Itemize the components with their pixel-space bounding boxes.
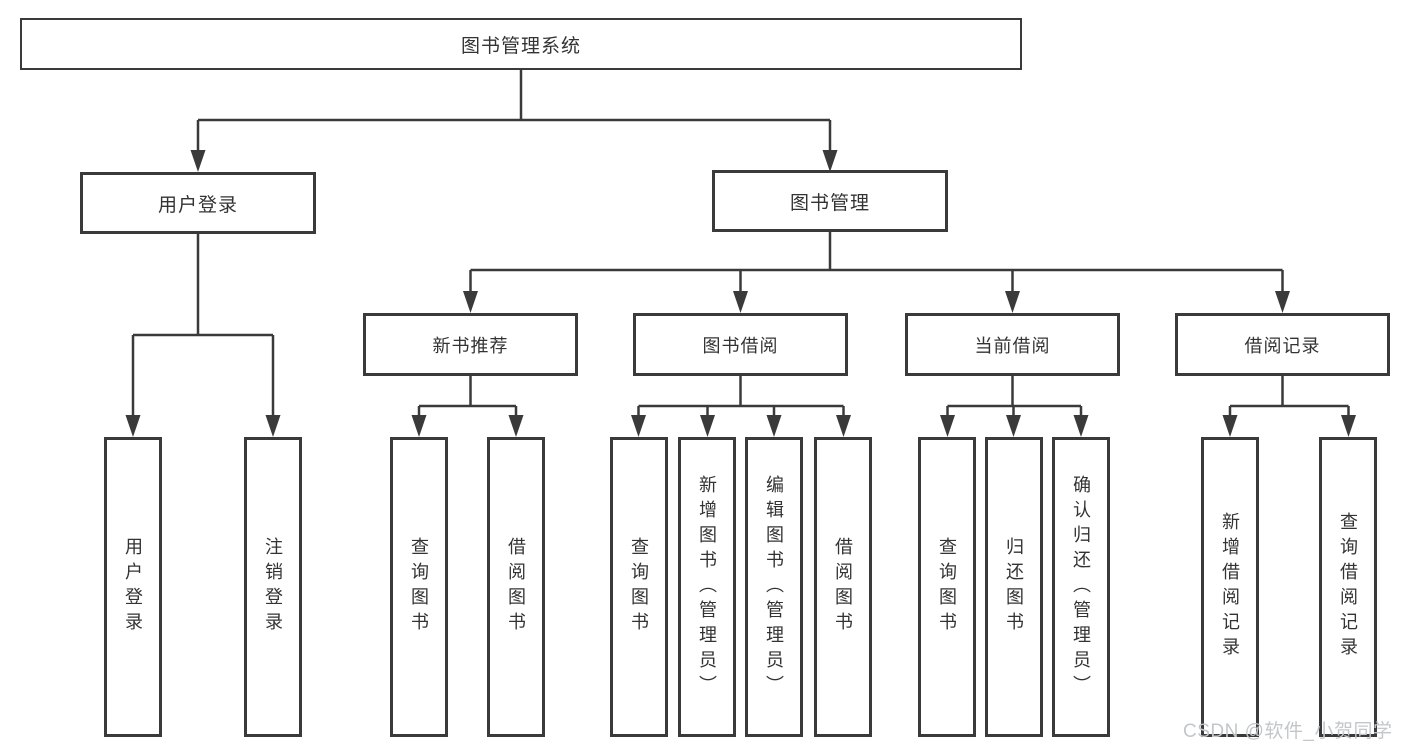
arrowheads: [125, 150, 1356, 437]
node-current-borrowing: 当前借阅: [905, 313, 1120, 376]
leaf-label: 新增借阅记录: [1220, 512, 1240, 662]
leaf-logout: 注销登录: [244, 437, 302, 737]
leaf-borrow-books: 借阅图书: [814, 437, 872, 737]
node-label: 新书推荐: [432, 335, 509, 356]
node-label: 用户登录: [157, 194, 238, 216]
leaf-add-books-admin: 新增图书（管理员）: [678, 437, 736, 737]
leaf-label: 查询图书: [629, 537, 649, 637]
leaf-label: 确认归还（管理员）: [1071, 474, 1091, 700]
leaf-query-borrow-record: 查询借阅记录: [1319, 437, 1377, 737]
leaf-query-books-borrow: 查询图书: [610, 437, 668, 737]
node-book-management: 图书管理: [712, 170, 948, 232]
leaf-label: 归还图书: [1004, 537, 1024, 637]
node-label: 图书借阅: [702, 335, 779, 356]
node-label: 图书管理系统: [460, 35, 581, 57]
leaf-add-borrow-record: 新增借阅记录: [1201, 437, 1259, 737]
leaf-label: 借阅图书: [833, 537, 853, 637]
leaf-label: 新增图书（管理员）: [697, 474, 717, 700]
node-borrowing-records: 借阅记录: [1175, 313, 1390, 376]
leaf-label: 查询图书: [937, 537, 957, 637]
leaf-label: 查询图书: [409, 537, 429, 637]
leaf-query-books-recommend: 查询图书: [390, 437, 448, 737]
watermark-text: CSDN @软件_小贺同学: [1183, 721, 1393, 742]
leaf-query-books-current: 查询图书: [918, 437, 976, 737]
node-book-borrowing: 图书借阅: [633, 313, 848, 376]
node-library-management-system: 图书管理系统: [20, 18, 1022, 70]
leaf-return-books: 归还图书: [985, 437, 1043, 737]
leaf-edit-books-admin: 编辑图书（管理员）: [745, 437, 803, 737]
leaf-label: 查询借阅记录: [1338, 512, 1358, 662]
leaf-label: 用户登录: [123, 537, 143, 637]
leaf-label: 编辑图书（管理员）: [764, 474, 784, 700]
leaf-confirm-return-admin: 确认归还（管理员）: [1052, 437, 1110, 737]
node-new-book-recommendation: 新书推荐: [363, 313, 578, 376]
node-user-login: 用户登录: [80, 172, 316, 234]
leaf-label: 注销登录: [263, 537, 283, 637]
leaf-borrow-books-recommend: 借阅图书: [487, 437, 545, 737]
leaf-label: 借阅图书: [506, 537, 526, 637]
leaf-user-login: 用户登录: [104, 437, 162, 737]
node-label: 借阅记录: [1244, 335, 1321, 356]
node-label: 当前借阅: [974, 335, 1051, 356]
node-label: 图书管理: [789, 192, 870, 214]
